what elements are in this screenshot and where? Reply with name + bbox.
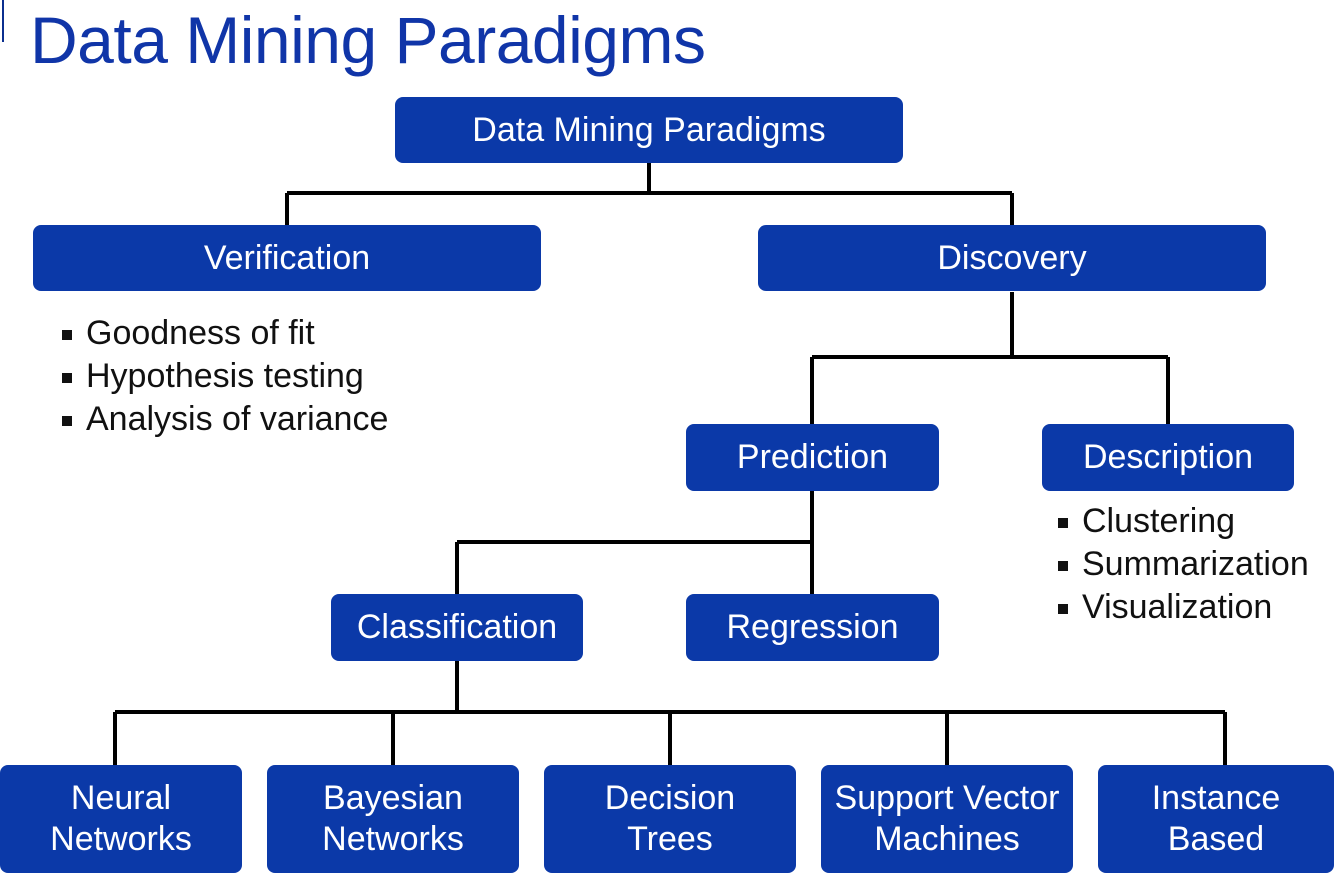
node-decision-trees: Decision Trees: [544, 765, 796, 873]
node-verification: Verification: [33, 225, 541, 291]
slide-edge-mark: [2, 0, 4, 42]
node-data-mining-paradigms: Data Mining Paradigms: [395, 97, 903, 163]
node-instance-based: Instance Based: [1098, 765, 1334, 873]
list-item: Goodness of fit: [60, 312, 388, 355]
description-methods-list: Clustering Summarization Visualization: [1056, 500, 1309, 629]
list-item: Clustering: [1056, 500, 1309, 543]
node-prediction: Prediction: [686, 424, 939, 491]
node-regression: Regression: [686, 594, 939, 661]
connector-discovery-to-children: [810, 292, 1170, 424]
node-discovery: Discovery: [758, 225, 1266, 291]
slide-title: Data Mining Paradigms: [30, 3, 706, 77]
list-item: Hypothesis testing: [60, 355, 388, 398]
list-item: Visualization: [1056, 586, 1309, 629]
connector-root-to-level1: [285, 163, 1014, 225]
verification-methods-list: Goodness of fit Hypothesis testing Analy…: [60, 312, 388, 441]
node-description: Description: [1042, 424, 1294, 491]
connector-prediction-to-children: [455, 491, 814, 594]
list-item: Analysis of variance: [60, 398, 388, 441]
node-bayesian-networks: Bayesian Networks: [267, 765, 519, 873]
node-support-vector-machines: Support Vector Machines: [821, 765, 1073, 873]
node-classification: Classification: [331, 594, 583, 661]
list-item: Summarization: [1056, 543, 1309, 586]
node-neural-networks: Neural Networks: [0, 765, 242, 873]
connector-classification-to-algorithms: [113, 661, 1227, 765]
